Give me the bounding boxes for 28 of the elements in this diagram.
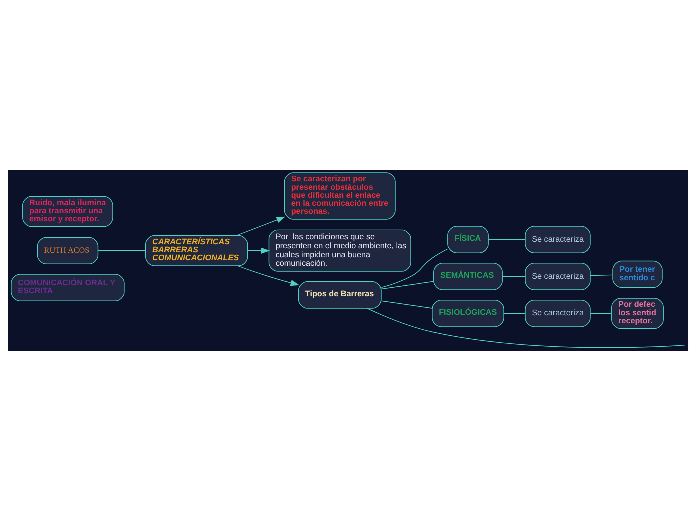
arrow bbox=[237, 265, 300, 286]
arrow bbox=[236, 216, 286, 236]
connector bbox=[488, 238, 526, 240]
node-box: Por las condiciones que se presenten en el medio ambiente, las cuales impiden una buena comunicación. bbox=[268, 229, 412, 272]
node-box: Se caracterizan por presentar obstáculos que dificultan el enlace en la comunicación entre personas. bbox=[284, 172, 396, 220]
node-box: Tipos de Barreras bbox=[298, 281, 382, 308]
node-box: Por defec los sentid receptor. bbox=[612, 298, 664, 329]
connector bbox=[504, 312, 526, 314]
arrow bbox=[248, 247, 270, 254]
node-box: Ruido, mala ilumina para transmitir una emisor y receptor. bbox=[22, 196, 114, 227]
node-box: Se caracteriza bbox=[525, 299, 591, 327]
connector bbox=[381, 248, 448, 288]
node-box: RUTH ACOS bbox=[37, 236, 99, 264]
node-box: CARACTERÍSTICAS BARRERAS COMUNICACIONALES bbox=[146, 234, 248, 266]
node-box: Se caracteriza bbox=[525, 226, 591, 253]
connector bbox=[502, 276, 526, 277]
node-box: FISIOLÓGICAS bbox=[432, 299, 504, 327]
connector bbox=[98, 250, 146, 251]
connector bbox=[590, 312, 612, 314]
connector bbox=[366, 308, 686, 348]
node-box: COMUNICACIÓN ORAL Y ESCRITA bbox=[11, 274, 125, 301]
node-box: Se caracteriza bbox=[525, 262, 591, 290]
node-box: Por tener sentido c bbox=[612, 260, 663, 288]
connector bbox=[381, 280, 434, 290]
node-box: FÍSICA bbox=[448, 226, 489, 253]
connector bbox=[381, 300, 433, 308]
connector bbox=[590, 274, 614, 276]
node-box: SEMÁNTICAS bbox=[434, 262, 503, 290]
